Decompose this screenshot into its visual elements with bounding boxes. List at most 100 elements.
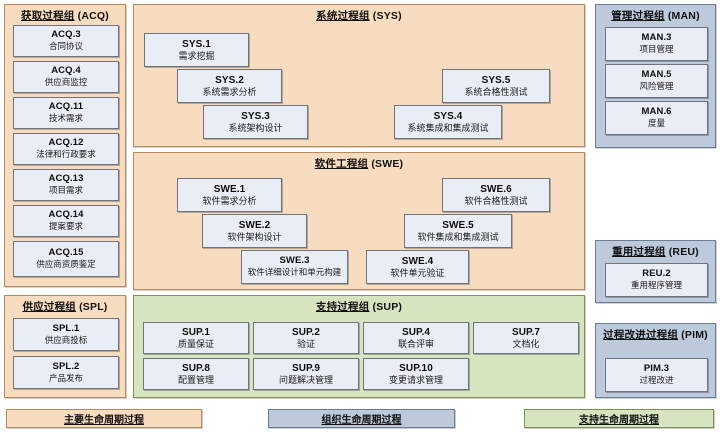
process-name: 过程改进 — [639, 375, 674, 386]
process-box-spl-1[interactable]: SPL.1 供应商投标 — [13, 318, 119, 351]
process-box-pim-3[interactable]: PIM.3 过程改进 — [605, 358, 708, 392]
legend-label: 支持生命周期过程 — [579, 415, 659, 426]
process-code: SWE.1 — [213, 183, 246, 195]
group-acq-title: 获取过程组 (ACQ) — [21, 10, 109, 22]
group-sup: 支持过程组 (SUP) SUP.1 质量保证 SUP.2 验证 SUP.4 联合… — [133, 295, 585, 398]
process-box-sup-1[interactable]: SUP.1 质量保证 — [143, 322, 249, 354]
process-box-swe-4[interactable]: SWE.4 软件单元验证 — [366, 250, 469, 284]
process-box-acq-13[interactable]: ACQ.13 项目需求 — [13, 169, 119, 201]
process-code: ACQ.4 — [51, 65, 81, 77]
process-name: 法律和行政要求 — [36, 149, 96, 160]
process-name: 软件合格性测试 — [464, 196, 528, 207]
process-code: SYS.3 — [241, 110, 270, 122]
process-code: SWE.5 — [442, 219, 474, 231]
process-box-sup-9[interactable]: SUP.9 问题解决管理 — [253, 358, 359, 390]
process-box-swe-2[interactable]: SWE.2 软件架构设计 — [202, 214, 307, 248]
process-code: SPL.2 — [52, 360, 80, 372]
process-code: SWE.2 — [238, 219, 271, 231]
process-name: 验证 — [296, 339, 315, 350]
process-code: SUP.2 — [291, 326, 321, 338]
process-name: 变更请求管理 — [388, 375, 443, 386]
process-name: 联合评审 — [397, 339, 434, 350]
process-box-swe-1[interactable]: SWE.1 软件需求分析 — [177, 178, 282, 212]
process-box-spl-2[interactable]: SPL.2 产品发布 — [13, 356, 119, 389]
process-box-acq-4[interactable]: ACQ.4 供应商监控 — [13, 61, 119, 93]
process-code: ACQ.15 — [48, 247, 84, 259]
group-man-title: 管理过程组 (MAN) — [611, 10, 700, 22]
process-name: 问题解决管理 — [278, 375, 333, 386]
process-name: 文档化 — [512, 339, 540, 350]
process-name: 软件详细设计和单元构建 — [247, 267, 342, 278]
process-name: 合同协议 — [48, 41, 83, 52]
process-code: SYS.4 — [433, 110, 463, 122]
process-name: 软件需求分析 — [202, 196, 257, 207]
legend-label: 组织生命周期过程 — [321, 415, 402, 426]
process-box-sys-3[interactable]: SYS.3 系统架构设计 — [203, 105, 308, 139]
process-box-sup-2[interactable]: SUP.2 验证 — [253, 322, 359, 354]
process-code: SYS.5 — [481, 74, 511, 86]
process-code: ACQ.13 — [48, 173, 84, 185]
legend-label: 主要生命周期过程 — [64, 415, 144, 426]
process-box-swe-3[interactable]: SWE.3 软件详细设计和单元构建 — [241, 250, 348, 284]
process-name: 产品发布 — [48, 372, 83, 383]
process-code: ACQ.12 — [48, 137, 84, 149]
process-box-acq-12[interactable]: ACQ.12 法律和行政要求 — [13, 133, 119, 165]
group-pim: 过程改进过程组 (PIM) PIM.3 过程改进 — [595, 323, 716, 398]
process-box-sys-1[interactable]: SYS.1 需求挖掘 — [144, 33, 249, 67]
process-code: SYS.1 — [182, 38, 211, 50]
group-sys: 系统过程组 (SYS) SYS.1 需求挖掘 SYS.2 系统需求分析 SYS.… — [133, 4, 585, 147]
process-box-sup-7[interactable]: SUP.7 文档化 — [473, 322, 579, 354]
process-name: 重用程序管理 — [630, 280, 682, 291]
process-box-sys-4[interactable]: SYS.4 系统集成和集成测试 — [394, 105, 502, 139]
process-code: PIM.3 — [643, 363, 670, 375]
process-code: SWE.3 — [279, 255, 310, 267]
process-box-man-3[interactable]: MAN.3 项目管理 — [605, 27, 708, 61]
process-code: SUP.8 — [181, 362, 211, 374]
legend-item-organizational-lifecycle[interactable]: 组织生命周期过程 — [268, 409, 455, 428]
process-box-swe-6[interactable]: SWE.6 软件合格性测试 — [442, 178, 550, 212]
process-box-sys-5[interactable]: SYS.5 系统合格性测试 — [442, 69, 550, 103]
process-code: ACQ.11 — [48, 101, 84, 113]
process-code: REU.2 — [642, 268, 671, 280]
process-box-sup-8[interactable]: SUP.8 配置管理 — [143, 358, 249, 390]
process-box-acq-14[interactable]: ACQ.14 提案要求 — [13, 205, 119, 237]
process-name: 需求挖掘 — [178, 51, 215, 62]
process-code: ACQ.14 — [48, 209, 84, 221]
process-name: 提案要求 — [48, 221, 83, 232]
process-code: SUP.4 — [401, 326, 431, 338]
process-name: 质量保证 — [177, 339, 214, 350]
process-code: MAN.5 — [641, 69, 672, 81]
legend-item-supporting-lifecycle[interactable]: 支持生命周期过程 — [524, 409, 714, 428]
process-name: 软件架构设计 — [227, 232, 282, 243]
process-box-sys-2[interactable]: SYS.2 系统需求分析 — [177, 69, 282, 103]
process-code: MAN.3 — [641, 32, 672, 44]
process-code: MAN.6 — [641, 106, 672, 118]
process-box-acq-11[interactable]: ACQ.11 技术需求 — [13, 97, 119, 129]
process-box-acq-3[interactable]: ACQ.3 合同协议 — [13, 25, 119, 57]
process-box-reu-2[interactable]: REU.2 重用程序管理 — [605, 263, 708, 297]
group-acq: 获取过程组 (ACQ) ACQ.3 合同协议 ACQ.4 供应商监控 ACQ.1… — [4, 4, 126, 287]
process-code: SYS.2 — [215, 74, 244, 86]
group-spl: 供应过程组 (SPL) SPL.1 供应商投标 SPL.2 产品发布 — [4, 295, 126, 398]
group-reu-title: 重用过程组 (REU) — [612, 246, 699, 258]
process-box-swe-5[interactable]: SWE.5 软件集成和集成测试 — [404, 214, 512, 248]
process-box-sup-10[interactable]: SUP.10 变更请求管理 — [363, 358, 469, 390]
process-box-man-6[interactable]: MAN.6 度量 — [605, 101, 708, 135]
process-box-sup-4[interactable]: SUP.4 联合评审 — [363, 322, 469, 354]
process-name: 供应商监控 — [44, 77, 88, 88]
group-pim-title: 过程改进过程组 (PIM) — [603, 329, 708, 341]
process-name: 供应商投标 — [44, 334, 88, 345]
group-swe-title: 软件工程组 (SWE) — [314, 158, 404, 170]
process-name: 软件单元验证 — [390, 268, 445, 279]
process-name: 系统合格性测试 — [464, 87, 528, 98]
process-name: 系统集成和集成测试 — [407, 123, 489, 134]
process-name: 技术需求 — [48, 113, 83, 124]
process-code: SWE.6 — [480, 183, 512, 195]
process-box-acq-15[interactable]: ACQ.15 供应商资质鉴定 — [13, 241, 119, 277]
process-code: SPL.1 — [52, 322, 80, 334]
group-reu: 重用过程组 (REU) REU.2 重用程序管理 — [595, 240, 716, 303]
process-box-man-5[interactable]: MAN.5 风险管理 — [605, 64, 708, 98]
legend-item-primary-lifecycle[interactable]: 主要生命周期过程 — [6, 409, 202, 428]
process-code: SUP.1 — [181, 326, 211, 338]
group-sup-title: 支持过程组 (SUP) — [315, 301, 403, 313]
